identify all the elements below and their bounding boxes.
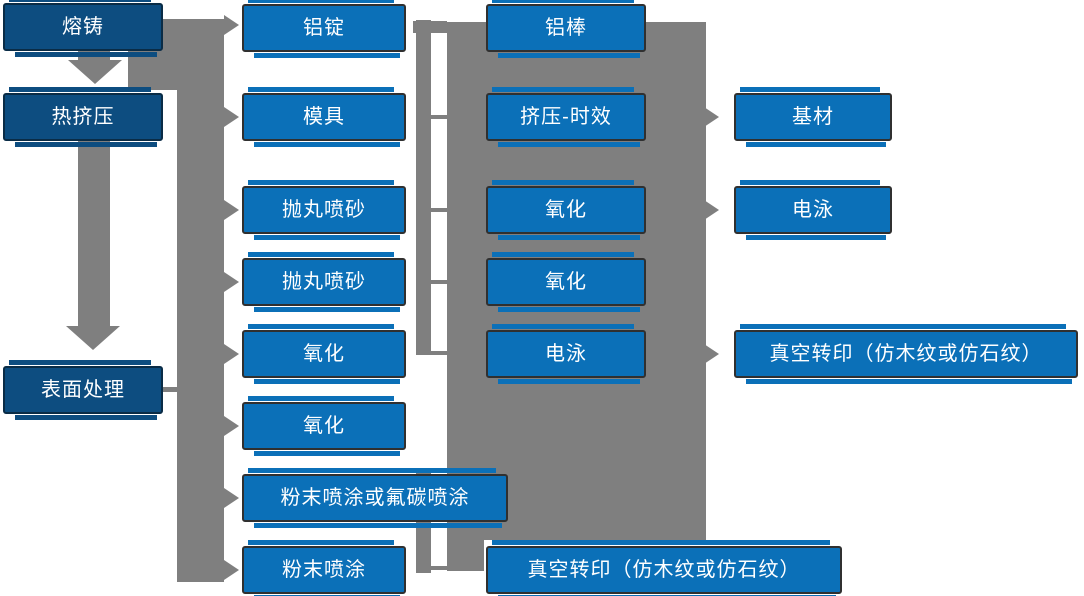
connector-mid-stub-row1 bbox=[413, 21, 447, 33]
node-surface-treatment: 表面处理 bbox=[3, 360, 163, 420]
node-label: 熔铸 bbox=[62, 16, 104, 38]
node-label: 氧化 bbox=[303, 415, 345, 437]
node-label: 粉末喷涂或氟碳喷涂 bbox=[280, 487, 470, 509]
node-oxidation-col3-1: 氧化 bbox=[486, 180, 646, 240]
node-oxidation-col3-2: 氧化 bbox=[486, 252, 646, 312]
node-oxidation-col2-1: 氧化 bbox=[242, 324, 406, 384]
node-melt-casting: 熔铸 bbox=[3, 0, 163, 57]
connector-panel-leg bbox=[447, 538, 484, 571]
connector-mid-stub-row5 bbox=[429, 351, 448, 355]
connector-mid-stub-row4 bbox=[429, 280, 448, 284]
arrowhead-to-oxidation-col2-1 bbox=[224, 344, 239, 364]
node-label: 真空转印（仿木纹或仿石纹） bbox=[527, 559, 801, 581]
connector-hotextrusion-down-band bbox=[78, 141, 110, 328]
connector-mid-stub-row2 bbox=[429, 115, 448, 119]
connector-main-vertical-band bbox=[177, 19, 224, 582]
node-label: 真空转印（仿木纹或仿石纹） bbox=[769, 343, 1043, 365]
node-label: 模具 bbox=[303, 106, 345, 128]
node-label: 抛丸喷砂 bbox=[282, 199, 366, 221]
node-vacuum-transfer-right: 真空转印（仿木纹或仿石纹） bbox=[734, 324, 1078, 384]
arrowhead-to-mold bbox=[224, 107, 239, 127]
node-label: 氧化 bbox=[545, 199, 587, 221]
node-label: 电泳 bbox=[545, 343, 587, 365]
node-label: 铝锭 bbox=[303, 17, 345, 39]
arrowhead-to-surface-treatment bbox=[66, 326, 120, 350]
node-label: 热挤压 bbox=[51, 106, 115, 128]
node-electrophoresis-col4: 电泳 bbox=[734, 180, 892, 240]
connector-surface-treatment-stub bbox=[163, 387, 179, 392]
node-oxidation-col2-2: 氧化 bbox=[242, 396, 406, 456]
node-shot-blast-sandblast-2: 抛丸喷砂 bbox=[242, 252, 406, 312]
node-label: 抛丸喷砂 bbox=[282, 271, 366, 293]
node-extrusion-aging: 挤压-时效 bbox=[486, 87, 646, 147]
node-powder-or-fluorocarbon: 粉末喷涂或氟碳喷涂 bbox=[242, 468, 508, 528]
arrowhead-to-hot-extrusion bbox=[68, 60, 122, 84]
arrowhead-to-aluminum-ingot bbox=[224, 15, 239, 35]
node-label: 基材 bbox=[792, 106, 834, 128]
arrowhead-to-powder-spray bbox=[224, 560, 239, 580]
connector-mid-stub-row3 bbox=[429, 208, 448, 212]
node-aluminum-ingot: 铝锭 bbox=[242, 0, 406, 58]
node-label: 氧化 bbox=[303, 343, 345, 365]
node-label: 铝棒 bbox=[545, 17, 587, 39]
arrowhead-to-shot-blast-1 bbox=[224, 200, 239, 220]
node-label: 氧化 bbox=[545, 271, 587, 293]
node-aluminum-rod: 铝棒 bbox=[486, 0, 646, 58]
connector-mid-stub-bottom bbox=[429, 566, 448, 570]
node-powder-spray: 粉末喷涂 bbox=[242, 540, 406, 596]
arrowhead-to-powder-or-fluorocarbon bbox=[224, 488, 239, 508]
arrowhead-to-vacuum-transfer-right bbox=[704, 344, 719, 364]
node-label: 粉末喷涂 bbox=[282, 559, 366, 581]
connector-mid-bar-upper bbox=[416, 20, 431, 355]
node-hot-extrusion: 热挤压 bbox=[3, 87, 163, 147]
node-label: 挤压-时效 bbox=[520, 106, 612, 128]
node-vacuum-transfer-bottom: 真空转印（仿木纹或仿石纹） bbox=[486, 540, 842, 596]
arrowhead-to-electrophoresis-col4 bbox=[704, 200, 719, 220]
node-label: 电泳 bbox=[792, 199, 834, 221]
node-shot-blast-sandblast-1: 抛丸喷砂 bbox=[242, 180, 406, 240]
node-mold: 模具 bbox=[242, 87, 406, 147]
node-label: 表面处理 bbox=[41, 379, 125, 401]
arrowhead-to-base-material bbox=[704, 107, 719, 127]
arrowhead-to-shot-blast-2 bbox=[224, 272, 239, 292]
arrowhead-to-oxidation-col2-2 bbox=[224, 416, 239, 436]
node-electrophoresis-col3: 电泳 bbox=[486, 324, 646, 384]
node-base-material: 基材 bbox=[734, 87, 892, 147]
